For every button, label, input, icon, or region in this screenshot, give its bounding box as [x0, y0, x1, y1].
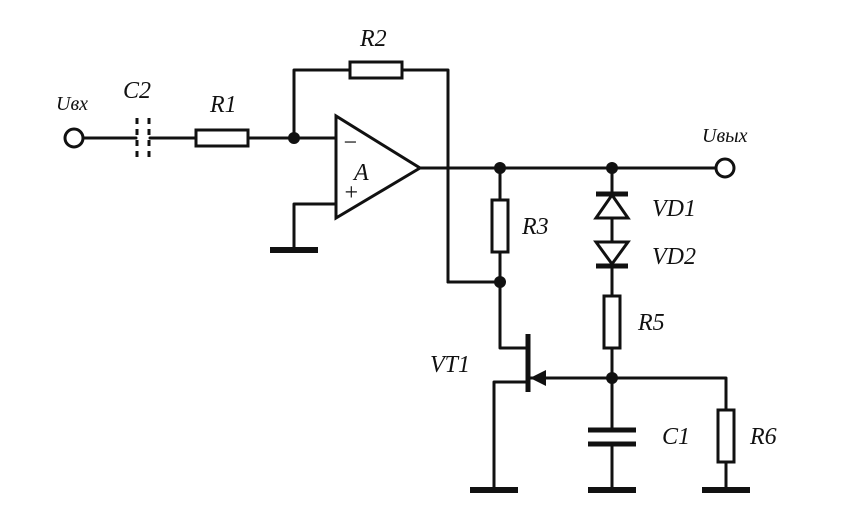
wire-source: [492, 380, 528, 490]
label-r3: R3: [521, 214, 549, 240]
resistor-r6: [716, 408, 736, 464]
diode-vd1: [593, 191, 631, 220]
opamp-triangle: [334, 113, 423, 221]
input-terminal: [63, 127, 85, 149]
label-u-in: Uвх: [56, 93, 88, 115]
resistor-r5: [602, 294, 622, 350]
resistor-r2: [348, 60, 404, 80]
label-c1: C1: [662, 424, 690, 450]
label-vd2: VD2: [652, 244, 696, 270]
label-r2: R2: [359, 26, 387, 52]
opamp-label: A: [352, 160, 369, 186]
output-terminal: [714, 157, 736, 179]
resistor-r3: [490, 198, 510, 254]
label-vt1: VT1: [430, 352, 470, 378]
capacitor-c1: [588, 427, 636, 447]
opamp-minus-label: −: [342, 130, 358, 156]
wire-drain: [498, 280, 528, 350]
wire-feedback-left: [292, 68, 352, 140]
label-vd1: VD1: [652, 196, 696, 222]
diode-vd2: [593, 240, 631, 269]
wire-feedback-right: [400, 68, 450, 170]
resistor-r1: [194, 128, 250, 148]
label-r1: R1: [209, 92, 237, 118]
label-c2: C2: [123, 78, 151, 104]
capacitor-c2: [135, 118, 151, 158]
wire-plus-ground: [292, 202, 338, 250]
label-r5: R5: [637, 310, 665, 336]
gate-arrow-icon: [530, 370, 546, 386]
label-r6: R6: [749, 424, 777, 450]
label-u-out: Uвых: [702, 125, 748, 147]
wire-r6-top: [610, 376, 728, 412]
opamp-plus-label: +: [343, 180, 359, 206]
